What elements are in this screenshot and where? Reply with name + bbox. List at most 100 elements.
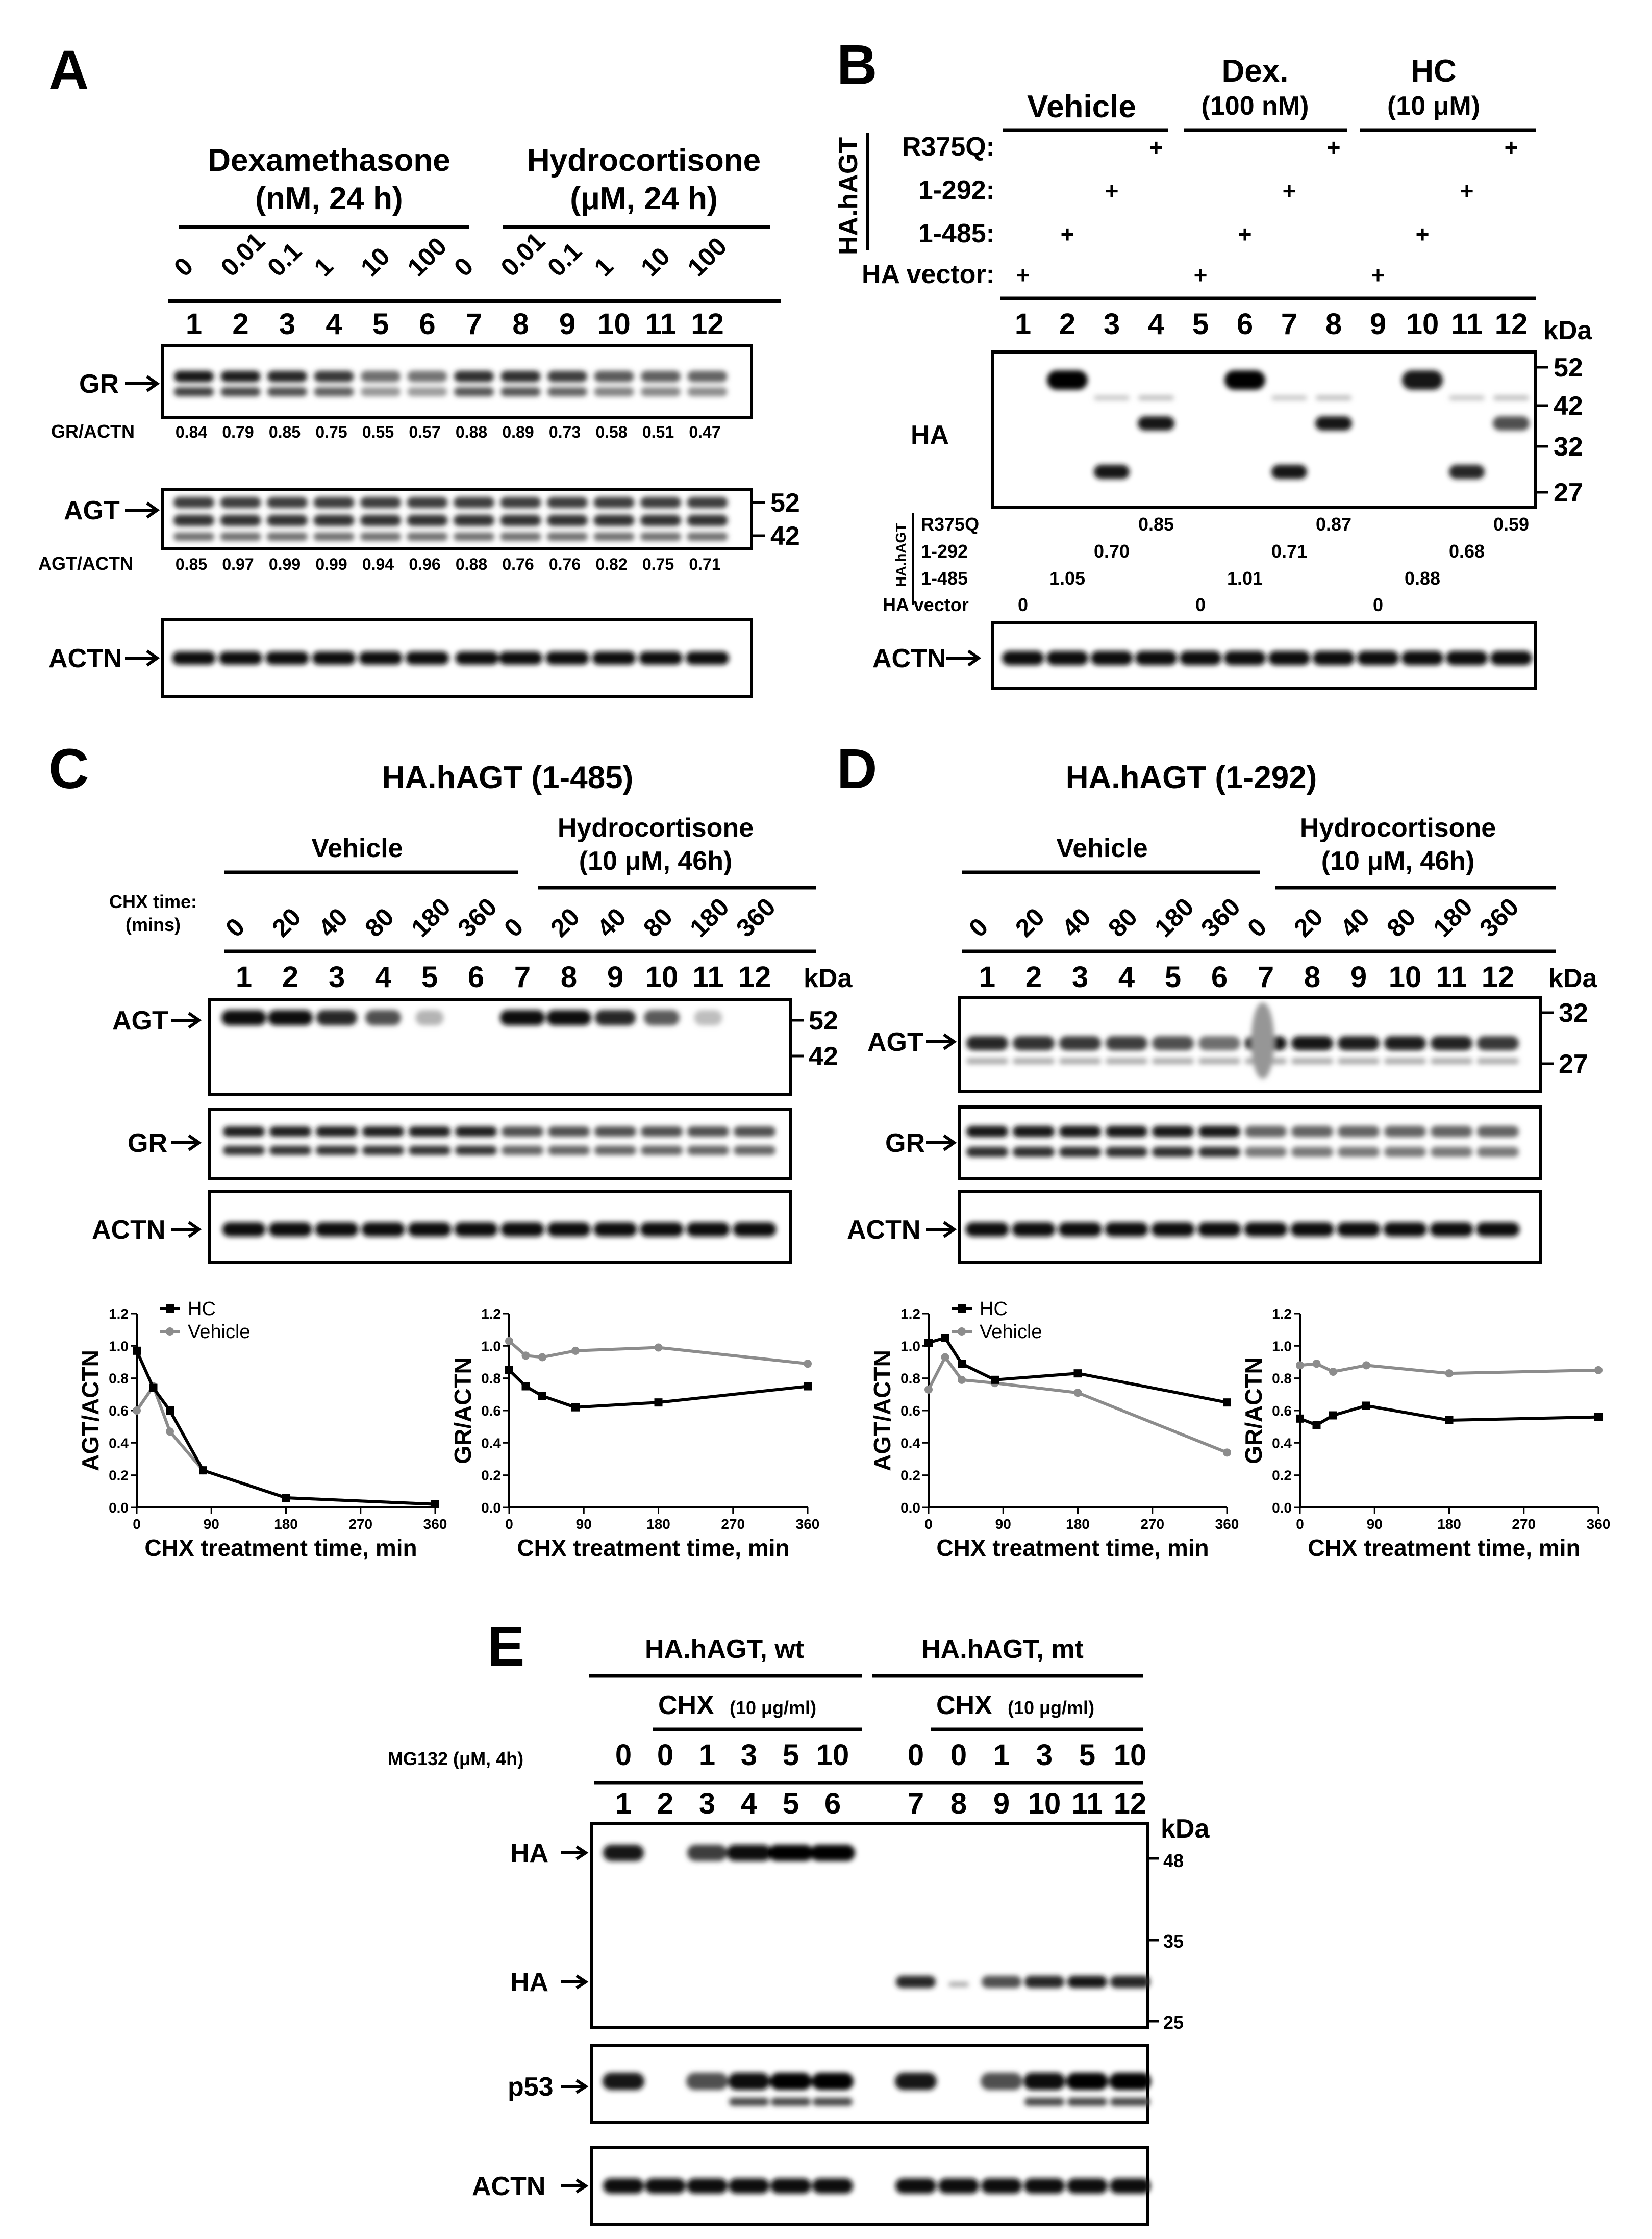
blot-band [593, 533, 635, 541]
quant-value: 0 [1195, 594, 1206, 615]
agt-label-d: AGT [867, 1027, 923, 1057]
quant-row-r375q: R375Q [921, 514, 979, 535]
blot-band [686, 1222, 730, 1237]
time-label: 180 [1149, 892, 1199, 943]
dose-label: 1 [993, 1739, 1010, 1772]
time-label: 360 [731, 892, 781, 943]
blot-band [500, 387, 541, 396]
gr-label-c: GR [128, 1128, 167, 1158]
lane-number: 12 [691, 308, 724, 341]
blot-band [454, 1222, 498, 1237]
gr-blot-d [958, 1105, 1542, 1180]
y-axis-label: GR/ACTN [449, 1357, 476, 1464]
blot-band [603, 2073, 644, 2090]
blot-band [1449, 465, 1485, 479]
blot-band [407, 387, 447, 396]
gr-ratio: 0.58 [595, 423, 627, 441]
dose-label: 3 [741, 1739, 757, 1772]
blot-band [593, 515, 635, 526]
dose-label: 10 [635, 242, 675, 282]
y-tick-label: 0.8 [900, 1371, 920, 1387]
blot-band [1430, 1222, 1473, 1237]
actn-bands-d [965, 1222, 1520, 1237]
blot-band [1431, 1147, 1472, 1157]
blot-band [548, 1146, 590, 1155]
y-tick-label: 0.6 [1272, 1403, 1292, 1419]
blot-band [592, 651, 636, 665]
panel-d-letter: D [837, 738, 877, 800]
lane-number: 5 [372, 308, 389, 341]
y-tick-label: 1.0 [109, 1338, 129, 1354]
blot-band [1401, 651, 1443, 665]
lane-number: 7 [1281, 308, 1297, 341]
gr-ratio: 0.75 [315, 423, 347, 441]
lane-number: 11 [1071, 1787, 1103, 1820]
blot-band [454, 515, 494, 526]
actn-bands-c [222, 1222, 777, 1237]
x-tick-label: 270 [721, 1516, 745, 1532]
dose-label: 0.01 [495, 227, 550, 282]
quant-value: 0.71 [1271, 541, 1307, 562]
dex-title: Dexamethasone [208, 143, 450, 178]
blot-band [1493, 395, 1529, 400]
blot-band [1152, 1058, 1194, 1064]
data-point [538, 1353, 546, 1362]
blot-band [1431, 1126, 1472, 1137]
time-label: 80 [1381, 902, 1421, 943]
blot-band [1383, 1222, 1427, 1237]
lane-number: 5 [783, 1787, 799, 1820]
agt-bands-d [966, 1002, 1519, 1079]
mw-32-d: 32 [1559, 998, 1588, 1028]
blot-band [1106, 1036, 1147, 1050]
blot-band [502, 1126, 543, 1137]
gr-label-d: GR [885, 1128, 925, 1158]
arrow-icon [946, 649, 982, 667]
lane-number: 7 [466, 308, 482, 341]
blot-band [267, 387, 307, 396]
actn-label-b: ACTN [872, 644, 946, 673]
blot-band [547, 515, 588, 526]
agt-ratio: 0.75 [642, 555, 674, 573]
lane-number: 8 [1304, 961, 1320, 994]
time-label: 0 [220, 913, 250, 943]
dose-label: 0 [908, 1739, 924, 1772]
legend-label: HC [188, 1298, 216, 1320]
y-tick-label: 1.0 [1272, 1338, 1292, 1354]
lane-number: 12 [1482, 961, 1515, 994]
lane-number: 2 [657, 1787, 673, 1820]
blot-band [1024, 2098, 1064, 2106]
quant-value: 0.88 [1405, 568, 1440, 589]
blot-artifact [1251, 1002, 1274, 1079]
blot-band [810, 1845, 855, 1861]
blot-band [966, 1126, 1008, 1137]
blot-band [734, 1146, 775, 1155]
blot-band [1357, 651, 1399, 665]
dose-label: 10 [816, 1739, 849, 1772]
time-label: 360 [452, 892, 503, 943]
y-tick-label: 0.6 [481, 1403, 501, 1419]
blot-band [896, 1976, 936, 1988]
x-tick-label: 180 [274, 1516, 298, 1532]
blot-band [640, 515, 681, 526]
blot-band [407, 371, 447, 382]
lane-number: 4 [375, 961, 391, 994]
blot-band [500, 1010, 545, 1025]
data-point [166, 1406, 174, 1415]
data-point [133, 1406, 141, 1415]
dose-label: 1 [699, 1739, 715, 1772]
blot-band [1091, 651, 1133, 665]
blot-band [812, 2073, 854, 2090]
time-label: 180 [406, 892, 456, 943]
time-label: 80 [638, 902, 678, 943]
y-tick-label: 0.4 [109, 1435, 129, 1451]
actn-label-e: ACTN [472, 2172, 545, 2201]
lane-number: 10 [1028, 1787, 1061, 1820]
panel-a-letter: A [48, 39, 89, 102]
row-r375q: R375Q: [902, 132, 995, 162]
lane-number: 8 [1325, 308, 1342, 341]
blot-band [1477, 1058, 1519, 1064]
